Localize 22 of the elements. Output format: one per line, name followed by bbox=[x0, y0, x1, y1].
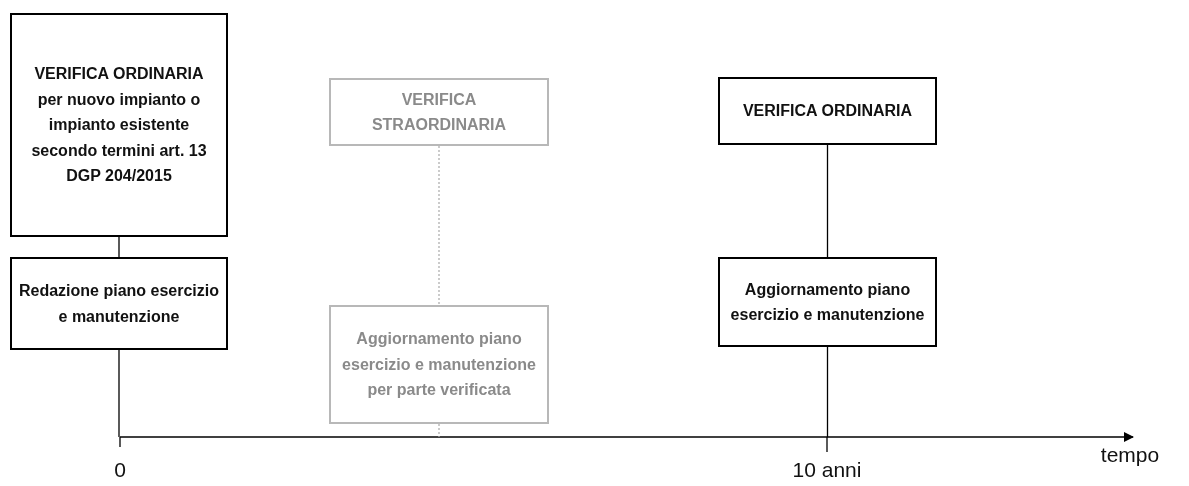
connector-line bbox=[118, 236, 120, 258]
connector-line bbox=[438, 423, 440, 438]
tick-label: 0 bbox=[114, 458, 126, 482]
box-text: Redazione piano esercizio e manutenzione bbox=[17, 281, 221, 327]
box-text: Aggiornamento piano esercizio e manutenzione bbox=[729, 279, 926, 325]
connector-line bbox=[826, 346, 829, 438]
axis-label: tempo bbox=[1100, 443, 1160, 467]
connector-line bbox=[438, 145, 440, 306]
box-heading: VERIFICA ORDINARIA bbox=[34, 64, 204, 85]
text-box bbox=[329, 78, 549, 146]
text-box bbox=[329, 305, 549, 424]
text-box bbox=[10, 257, 228, 350]
box-text: VERIFICA STRAORDINARIA bbox=[370, 89, 508, 135]
box-text: Aggiornamento piano esercizio e manutenzione per parte verificata bbox=[341, 329, 537, 401]
box-text: VERIFICA ORDINARIA bbox=[742, 101, 913, 122]
text-box bbox=[718, 257, 937, 347]
tick-label: 10 anni bbox=[792, 458, 862, 482]
connector-line bbox=[118, 349, 120, 438]
text-box bbox=[718, 77, 937, 145]
box-text: per nuovo impianto o impianto esistente secondo termini art. 13 DGP 204/2015 bbox=[30, 89, 208, 187]
connector-line bbox=[826, 144, 829, 258]
text-box bbox=[10, 13, 228, 237]
